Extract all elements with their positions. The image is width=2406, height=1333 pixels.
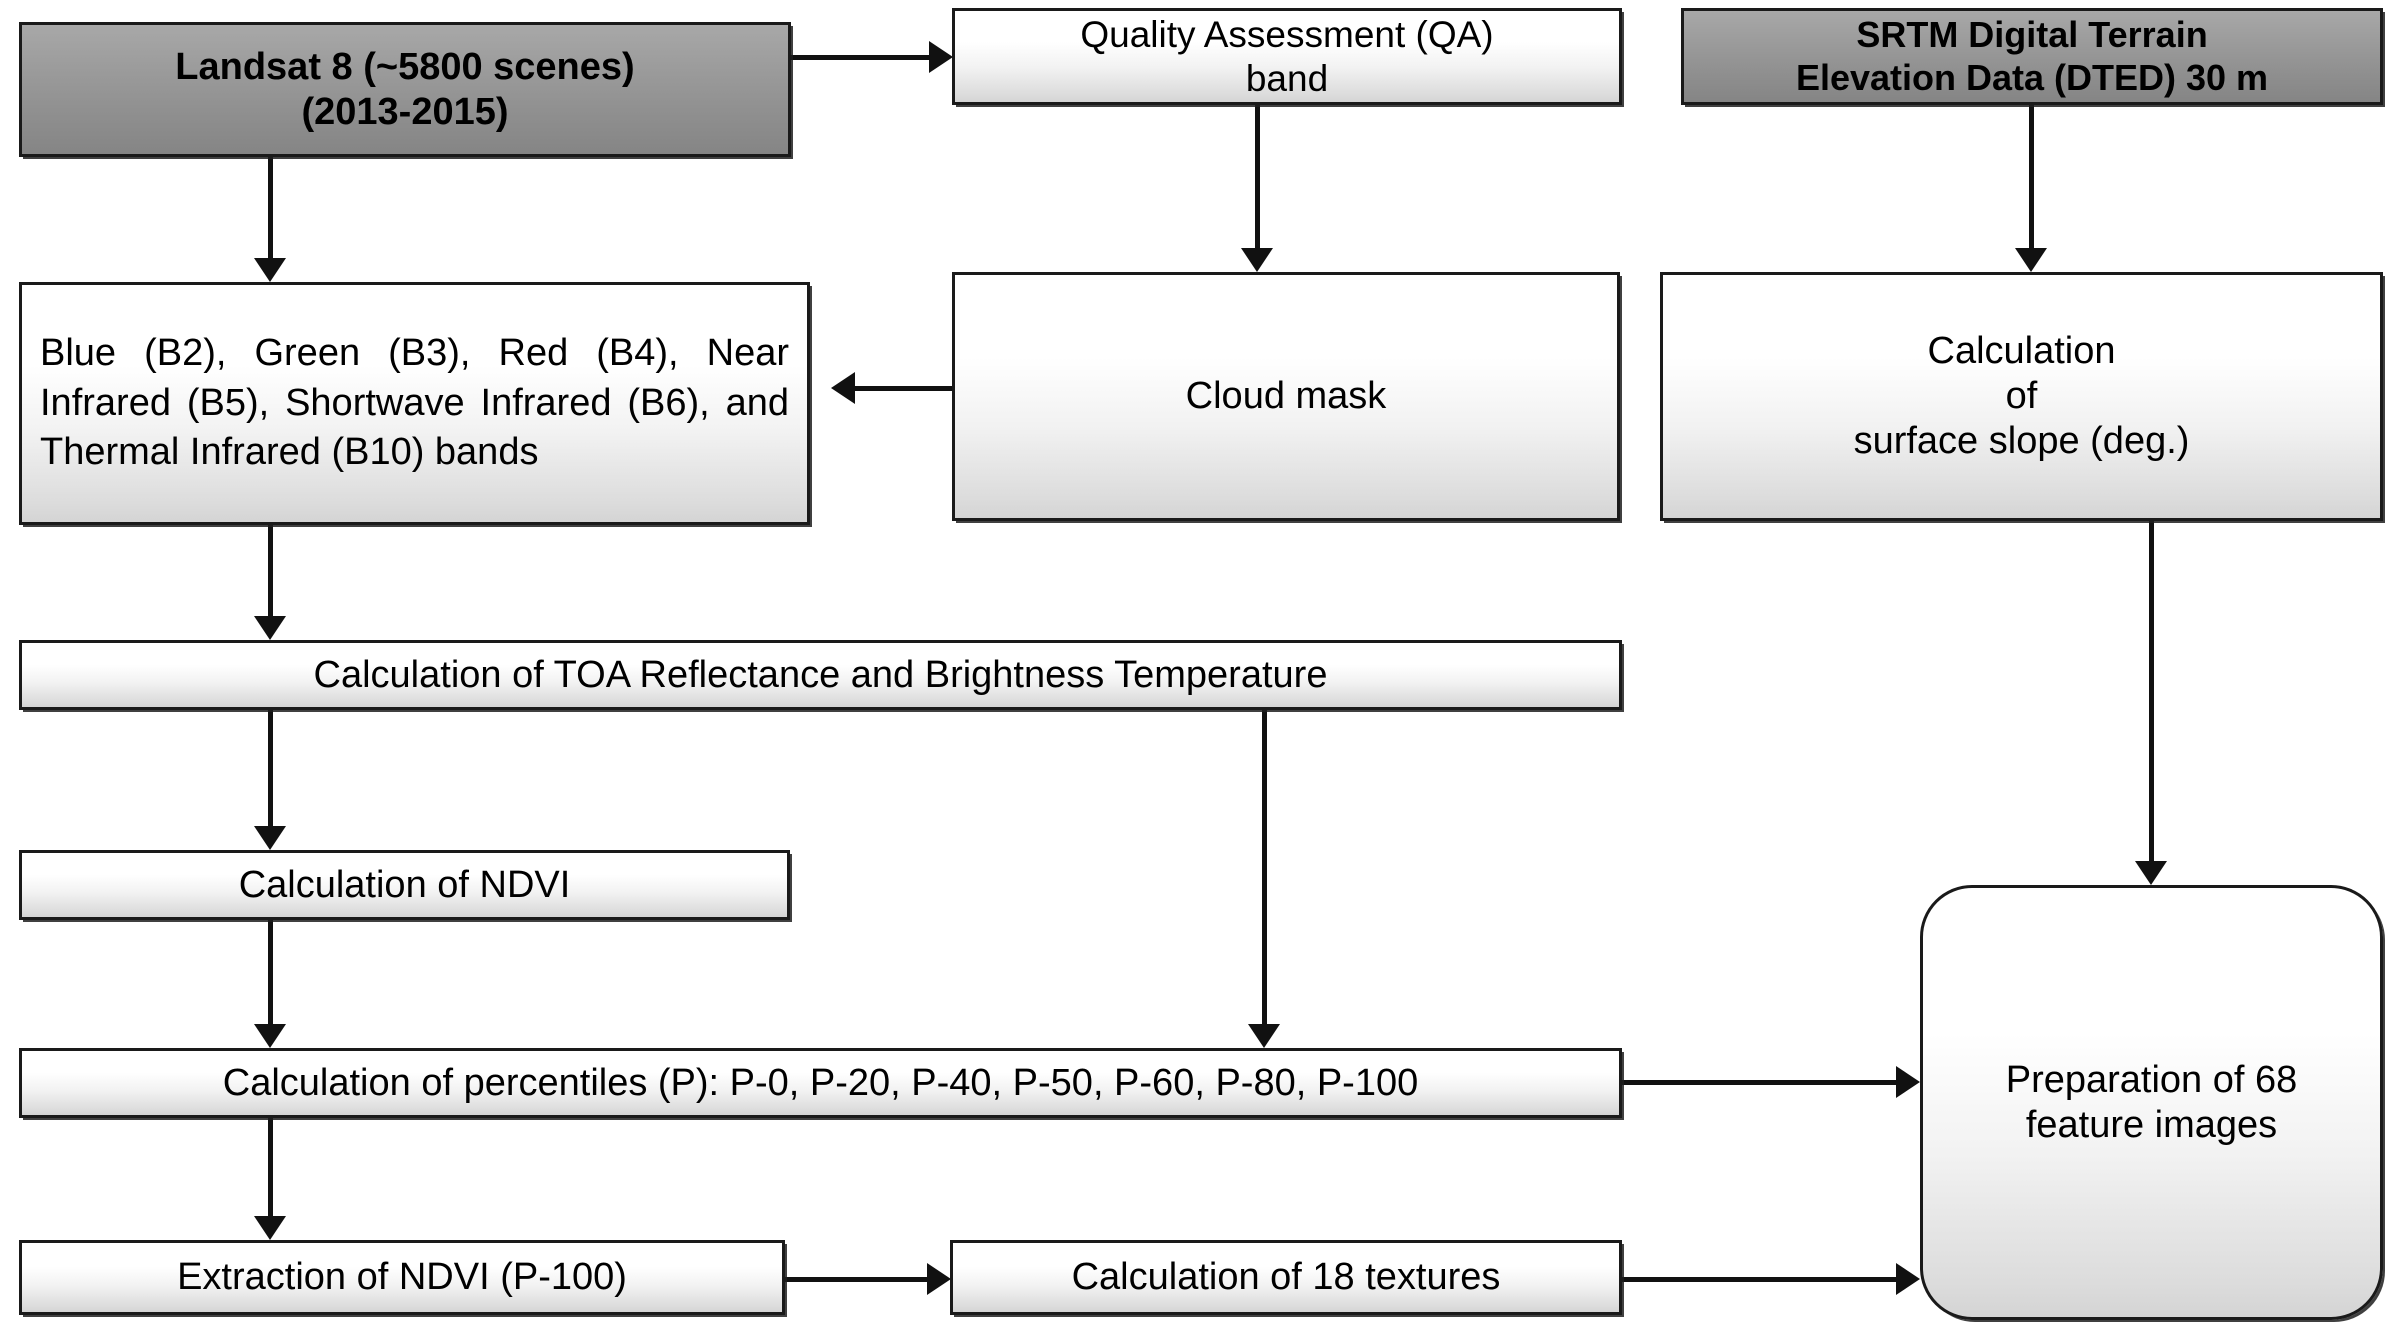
edge-toa-to-ndvi-line <box>268 710 273 826</box>
edge-textures-to-features-arrowhead <box>1896 1263 1920 1295</box>
node-ndvi-text: Calculation of NDVI <box>238 863 571 906</box>
edge-qa-to-cloudmask-line <box>1255 105 1260 248</box>
node-qa-band[interactable]: Quality Assessment (QA) band <box>952 8 1622 105</box>
node-cloud-mask[interactable]: Cloud mask <box>952 272 1620 521</box>
edge-landsat-to-bands-line <box>268 157 273 258</box>
edge-ndvi-to-percentiles-arrowhead <box>254 1024 286 1048</box>
edge-percentiles-to-extraction-arrowhead <box>254 1216 286 1240</box>
edge-srtm-to-slope-arrowhead <box>2015 248 2047 272</box>
node-percentiles[interactable]: Calculation of percentiles (P): P-0, P-2… <box>19 1048 1622 1118</box>
node-textures-text: Calculation of 18 textures <box>1071 1256 1501 1299</box>
edge-textures-to-features-line <box>1622 1277 1896 1282</box>
edge-extraction-to-textures-arrowhead <box>927 1263 951 1295</box>
node-landsat-line2: (2013-2015) <box>301 90 509 133</box>
node-srtm-line1: SRTM Digital Terrain <box>1856 14 2208 56</box>
node-toa-text: Calculation of TOA Reflectance and Brigh… <box>313 653 1328 696</box>
node-percentiles-text: Calculation of percentiles (P): P-0, P-2… <box>222 1061 1419 1104</box>
node-slope-line3: surface slope (deg.) <box>1853 419 2190 462</box>
edge-percentiles-to-extraction-line <box>268 1118 273 1216</box>
edge-cloudmask-to-bands-arrowhead <box>831 372 855 404</box>
edge-slope-to-features-arrowhead <box>2135 861 2167 885</box>
edge-toa-to-percentiles-arrowhead <box>1248 1024 1280 1048</box>
node-cloud-mask-text: Cloud mask <box>1185 375 1387 418</box>
node-qa-line2: band <box>1245 57 1329 99</box>
edge-toa-to-percentiles-line <box>1262 710 1267 1024</box>
edge-percentiles-to-features-line <box>1622 1080 1896 1085</box>
edge-landsat-to-qa-arrowhead <box>929 41 953 73</box>
node-extraction-text: Extraction of NDVI (P-100) <box>177 1256 627 1299</box>
node-bands-text: Blue (B2), Green (B3), Red (B4), Near In… <box>40 332 789 474</box>
node-toa-reflectance[interactable]: Calculation of TOA Reflectance and Brigh… <box>19 640 1622 710</box>
edge-extraction-to-textures-line <box>785 1277 927 1282</box>
node-feature-images[interactable]: Preparation of 68 feature images <box>1920 885 2383 1320</box>
node-ndvi[interactable]: Calculation of NDVI <box>19 850 790 920</box>
edge-bands-to-toa-line <box>268 525 273 616</box>
node-srtm-line2: Elevation Data (DTED) 30 m <box>1795 56 2269 98</box>
edge-srtm-to-slope-line <box>2029 105 2034 248</box>
node-landsat-source[interactable]: Landsat 8 (~5800 scenes) (2013-2015) <box>19 22 791 157</box>
node-surface-slope[interactable]: Calculation of surface slope (deg.) <box>1660 272 2383 521</box>
node-landsat-line1: Landsat 8 (~5800 scenes) <box>175 45 635 88</box>
edge-ndvi-to-percentiles-line <box>268 920 273 1024</box>
node-srtm-source[interactable]: SRTM Digital Terrain Elevation Data (DTE… <box>1681 8 2383 105</box>
node-bands[interactable]: Blue (B2), Green (B3), Red (B4), Near In… <box>19 282 810 525</box>
node-qa-line1: Quality Assessment (QA) <box>1080 13 1494 55</box>
node-features-line1: Preparation of 68 <box>2005 1058 2298 1101</box>
edge-toa-to-ndvi-arrowhead <box>254 826 286 850</box>
edge-qa-to-cloudmask-arrowhead <box>1241 248 1273 272</box>
edge-landsat-to-bands-arrowhead <box>254 258 286 282</box>
node-slope-line1: Calculation <box>1927 330 2116 373</box>
node-slope-line2: of <box>2005 375 2038 418</box>
node-extraction-ndvi[interactable]: Extraction of NDVI (P-100) <box>19 1240 785 1315</box>
node-features-line2: feature images <box>2025 1103 2278 1146</box>
edge-slope-to-features-line <box>2149 521 2154 861</box>
edge-landsat-to-qa-line <box>791 55 929 60</box>
edge-percentiles-to-features-arrowhead <box>1896 1066 1920 1098</box>
edge-cloudmask-to-bands-line <box>855 386 952 391</box>
edge-bands-to-toa-arrowhead <box>254 616 286 640</box>
node-textures[interactable]: Calculation of 18 textures <box>950 1240 1622 1315</box>
